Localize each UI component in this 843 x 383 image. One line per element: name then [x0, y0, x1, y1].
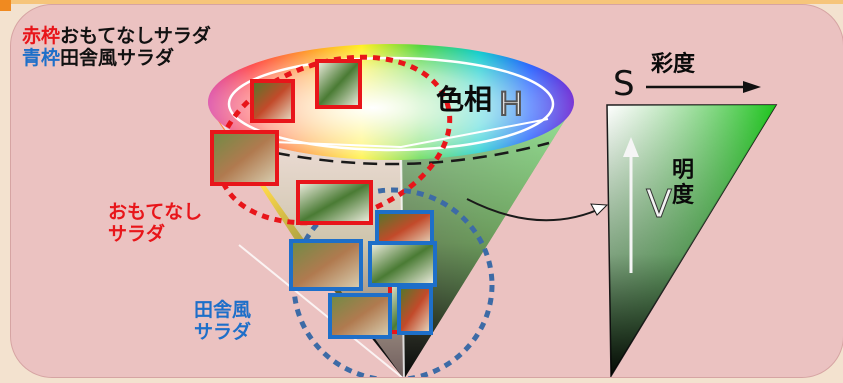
- legend-blue-key: 青枠: [22, 46, 61, 69]
- salad-photo-blue-1: [375, 210, 434, 248]
- saturation-arrow-head: [743, 81, 761, 93]
- legend-red-row: 赤枠おもてなしサラダ: [22, 25, 211, 48]
- salad-photo-blue-5: [397, 285, 433, 335]
- curved-arrow: [466, 198, 605, 222]
- diagram-panel: [10, 4, 843, 378]
- corner-mark: [0, 0, 11, 11]
- value-label-line2: 度: [672, 183, 695, 209]
- hue-label: 色相: [436, 83, 493, 116]
- hue-axis-letter: H: [498, 84, 524, 124]
- salad-photo-blue-3: [368, 241, 437, 287]
- top-accent-strip: [0, 0, 843, 4]
- salad-photo-red-4: [296, 180, 373, 225]
- value-arrow-head: [623, 137, 639, 157]
- legend-red-text: おもてなしサラダ: [60, 25, 211, 47]
- curved-arrow-head: [590, 203, 609, 216]
- blue-group-label-line1: 田舎風: [194, 299, 252, 321]
- cone-top-wedge-lines: [246, 118, 549, 149]
- red-group-label: おもてなし サラダ: [108, 201, 203, 246]
- salad-photo-red-1: [250, 79, 295, 123]
- legend-red-key: 赤枠: [22, 25, 61, 47]
- saturation-axis-letter: S: [613, 64, 635, 104]
- saturation-label: 彩度: [651, 52, 696, 77]
- salad-photo-blue-4: [328, 293, 392, 339]
- blue-group-label-line2: サラダ: [194, 320, 252, 343]
- legend: 赤枠おもてなしサラダ 青枠田舎風サラダ: [22, 25, 211, 70]
- legend-blue-text: 田舎風サラダ: [60, 46, 175, 69]
- value-label-line1: 明: [672, 158, 695, 183]
- salad-photo-blue-2: [289, 239, 363, 291]
- value-axis-letter: V: [646, 182, 673, 227]
- blue-group-label: 田舎風 サラダ: [194, 299, 252, 344]
- value-label: 明 度: [672, 158, 694, 209]
- hsv-cone-diagram: [208, 44, 778, 377]
- sv-wedge-value: [607, 105, 776, 376]
- legend-blue-row: 青枠田舎風サラダ: [22, 46, 211, 70]
- red-group-label-line1: おもてなし: [108, 201, 203, 223]
- salad-photo-red-2: [315, 59, 362, 109]
- salad-photo-red-3: [210, 130, 279, 186]
- cone-hidden-rim: [232, 141, 550, 166]
- red-group-label-line2: サラダ: [108, 222, 166, 245]
